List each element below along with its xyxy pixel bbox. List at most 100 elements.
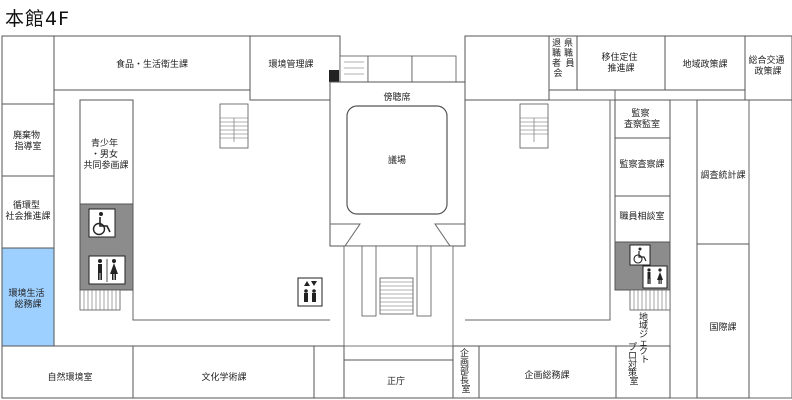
room-label-gijo: 議場 xyxy=(388,154,406,166)
room-label-kansa-kansakan: 監察 査察監室 xyxy=(624,107,660,130)
room-label-kikaku-somu: 企画総務課 xyxy=(524,369,569,381)
room-label-haikibutsu-2: 指導室 xyxy=(14,140,41,152)
room-top-left-corner xyxy=(1,35,55,105)
room-label-kikaku-bucho-5: 室 xyxy=(461,383,470,395)
room-label-chiiki-project-a: プ ロ 対 策 室 xyxy=(628,342,640,387)
room-label-chiiki-seisaku: 地域政策課 xyxy=(682,58,727,70)
room-label-taishoku-1: 退 xyxy=(552,38,561,49)
room-label-chiiki-project-b1: 地 xyxy=(639,311,648,323)
room-label-kikaku-bucho-4: 長 xyxy=(460,375,469,386)
room-label-kankyo-seikatsu-1: 環境生活 xyxy=(9,287,45,299)
room-label-junkangata-1: 循環型 xyxy=(13,199,40,211)
room-label-junkangata: 循環型 社会推進課 xyxy=(5,199,50,222)
room-label-taishoku-4: 会 xyxy=(553,67,562,79)
room-label-seishonen: 青少年 ・男女 共同参画課 xyxy=(83,137,128,171)
room-label-chiiki-project-a2: ロ xyxy=(628,352,637,362)
room-label-iju-teiju-2: 推進課 xyxy=(607,62,634,74)
room-label-chiiki-project-b5: ク xyxy=(639,346,648,357)
room-label-kikaku-bucho-3: 部 xyxy=(460,365,469,377)
room-sogo-kotsu xyxy=(744,35,792,101)
stairs-right-upper xyxy=(519,103,549,149)
assembly-floor xyxy=(346,105,448,215)
room-label-iju-teiju-1: 移住定住 xyxy=(602,51,638,63)
room-label-kankyo-kanri: 環境管理課 xyxy=(268,58,313,70)
room-label-taishoku: 退 職 者 会 xyxy=(552,38,564,79)
room-label-seishonen-1: 青少年 xyxy=(91,137,118,149)
room-label-seishonen-3: 共同参画課 xyxy=(83,159,128,171)
corridor-right-inner xyxy=(465,100,611,321)
room-kankyo-seikatsu xyxy=(1,247,55,347)
room-top-right-a xyxy=(464,35,550,101)
room-label-kikaku-bucho-2: 画 xyxy=(460,357,469,368)
room-label-kansa-sasatsu: 監察査察課 xyxy=(619,158,664,170)
room-kansa-kansakan xyxy=(614,99,671,139)
room-kokusai xyxy=(696,243,750,399)
room-chiiki-project xyxy=(615,345,671,399)
room-label-chiiki-project-b4: ェ xyxy=(639,339,648,349)
room-label-kokusai: 国際課 xyxy=(709,321,736,333)
room-shokuhin xyxy=(53,35,251,91)
room-bottom-small xyxy=(313,345,345,399)
room-label-kansa-kansakan-2: 査察監室 xyxy=(624,118,660,130)
room-label-chiiki-project-b2: 域 xyxy=(639,320,648,332)
elevator-icon xyxy=(297,277,323,307)
assembly-detail-left xyxy=(330,223,361,247)
room-label-kansa-kansakan-1: 監察 xyxy=(632,107,650,119)
stairs-center-top xyxy=(329,55,457,83)
room-label-sogo-kotsu: 総合交通 政策課 xyxy=(749,54,788,77)
room-label-haikibutsu-1: 廃棄物 xyxy=(13,129,40,141)
room-label-kikaku-bucho: 企 画 部 長 室 xyxy=(460,347,472,395)
room-label-shokuin-sodan: 職員相談室 xyxy=(619,210,664,222)
map-title: 本館4F xyxy=(5,8,71,30)
room-chiiki-seisaku xyxy=(664,35,746,91)
stairs-left-bottom xyxy=(79,289,121,311)
room-label-chiiki-project-b6: ト xyxy=(640,356,649,366)
room-label-haikibutsu: 廃棄物 指導室 xyxy=(13,129,43,152)
room-label-ken-shokuin: 県 職 員 xyxy=(564,38,576,69)
room-label-shokuhin: 食品・生活衛生課 xyxy=(116,58,188,70)
wheelchair-icon-right xyxy=(629,244,651,266)
room-label-kikaku-bucho-1: 企 xyxy=(460,347,469,359)
room-label-seishonen-2: ・男女 xyxy=(91,148,118,160)
room-shokuin-sodan xyxy=(614,195,671,243)
room-label-ken-shokuin-2: 職 xyxy=(564,48,573,59)
room-label-sogo-kotsu-1: 総合交通 xyxy=(749,54,785,66)
room-label-chiiki-project-b3: ジ xyxy=(639,330,648,340)
room-label-chiiki-project-b: 地 域 ジ ェ ク ト xyxy=(639,311,651,366)
room-junkangata xyxy=(1,175,55,249)
assembly-detail-right xyxy=(434,223,465,247)
room-label-chiiki-project-a1: プ xyxy=(628,342,637,353)
grand-stairs xyxy=(343,245,454,347)
room-kansa-sasatsu xyxy=(614,137,671,197)
restroom-icon-right xyxy=(642,265,668,289)
room-seishonen xyxy=(79,99,134,205)
room-chosa-tokei xyxy=(696,99,750,245)
room-iju-teiju xyxy=(576,35,666,91)
room-label-kankyo-seikatsu-2: 総務課 xyxy=(14,298,41,310)
room-label-chiiki-project-a4: 策 xyxy=(628,367,637,379)
room-label-chiiki-project-a5: 室 xyxy=(629,375,638,387)
room-label-taishoku-3: 者 xyxy=(552,58,561,69)
room-label-bochoseki: 傍聴席 xyxy=(383,91,410,103)
room-label-iju-teiju: 移住定住 推進課 xyxy=(602,51,641,74)
room-label-kankyo-seikatsu: 環境生活 総務課 xyxy=(9,287,48,310)
wheelchair-icon xyxy=(88,208,116,238)
restroom-icon xyxy=(88,255,126,285)
room-label-junkangata-2: 社会推進課 xyxy=(5,210,50,222)
room-label-chiiki-project-a3: 対 xyxy=(628,358,637,370)
stairs-left-upper xyxy=(219,103,249,149)
room-taishoku xyxy=(548,35,578,91)
stairs-right-bottom xyxy=(629,289,671,311)
room-label-shizen-kankyo: 自然環境室 xyxy=(47,371,92,383)
room-shizen-kankyo xyxy=(1,345,134,399)
room-haikibutsu xyxy=(1,103,55,177)
room-label-ken-shokuin-1: 県 xyxy=(564,38,573,49)
room-label-chosa-tokei: 調査統計課 xyxy=(700,169,745,181)
room-label-sogo-kotsu-2: 政策課 xyxy=(754,65,781,77)
room-label-bunka-gakujutsu: 文化学術課 xyxy=(201,371,246,383)
room-bunka-gakujutsu xyxy=(132,345,315,399)
room-label-seicho: 正庁 xyxy=(387,375,405,387)
room-label-ken-shokuin-3: 員 xyxy=(565,58,574,69)
room-label-taishoku-2: 職 xyxy=(552,48,561,59)
